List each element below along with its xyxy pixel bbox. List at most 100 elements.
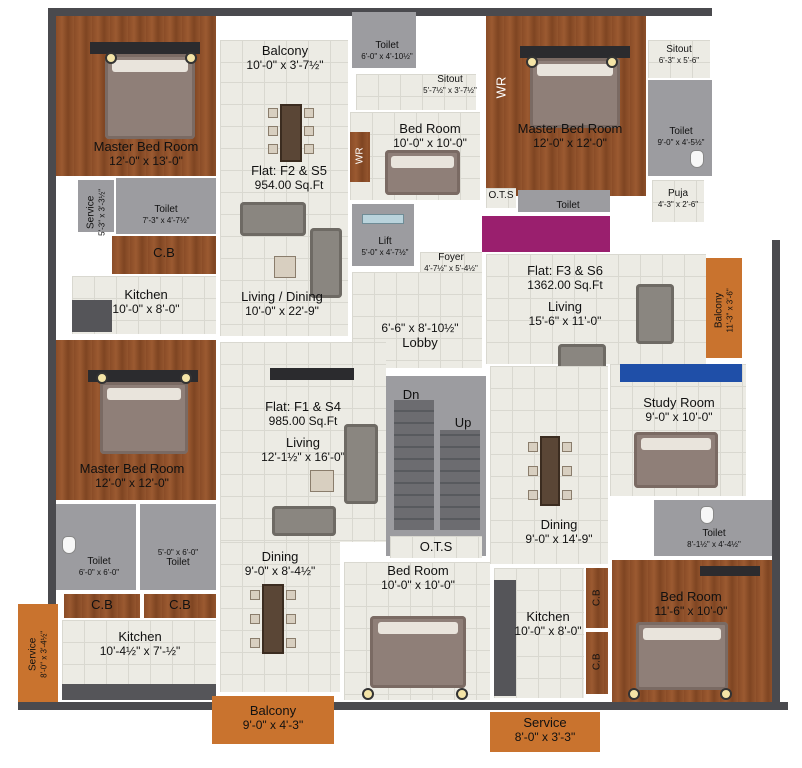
toilet-icon — [62, 536, 76, 554]
cupboard — [144, 594, 216, 618]
lamp-icon — [606, 56, 618, 68]
bed-icon — [634, 432, 718, 488]
chair-icon — [528, 442, 538, 452]
kitchen-counter — [72, 300, 112, 332]
bed-icon — [530, 58, 620, 128]
tv-unit — [270, 368, 354, 380]
lamp-icon — [456, 688, 468, 700]
accent-wall-blue — [620, 364, 742, 382]
sitout-mid — [356, 74, 476, 110]
chair-icon — [250, 614, 260, 624]
ots-top — [486, 188, 516, 208]
toilet-top — [352, 12, 416, 68]
cupboard — [586, 632, 608, 694]
label-cb-br2: C.B — [591, 653, 603, 671]
balcony-top — [220, 40, 348, 82]
outer-wall-left — [48, 8, 56, 708]
label-toilet-top-right: Toilet — [556, 200, 580, 211]
lamp-icon — [96, 372, 108, 384]
label-cb-tl: C.B — [153, 245, 175, 260]
label-cb-bl2: C.B — [169, 597, 191, 612]
dining-table-icon — [280, 104, 302, 162]
chair-icon — [562, 466, 572, 476]
service-top-left — [78, 180, 114, 232]
bed-icon — [370, 616, 466, 688]
cupboard — [586, 568, 608, 628]
lamp-icon — [628, 688, 640, 700]
lamp-icon — [526, 56, 538, 68]
headboard — [520, 46, 630, 58]
bed-icon — [385, 150, 460, 195]
outer-wall-bottom — [18, 702, 788, 710]
dining-table-icon — [262, 584, 284, 654]
kitchen-counter — [494, 580, 516, 696]
study-room — [610, 364, 746, 496]
ots-mid — [390, 536, 482, 558]
balcony-right — [706, 258, 742, 358]
sofa-icon — [636, 284, 674, 344]
label-cb-bl1: C.B — [91, 597, 113, 612]
sofa-icon — [272, 506, 336, 536]
stairs-icon — [440, 430, 480, 530]
chair-icon — [286, 590, 296, 600]
headboard — [700, 566, 760, 576]
wardrobe — [350, 132, 370, 182]
chair-icon — [304, 144, 314, 154]
label-up: Up — [454, 415, 472, 430]
chair-icon — [268, 144, 278, 154]
accent-wall-purple — [482, 216, 610, 252]
balcony-bottom — [212, 696, 334, 744]
sitout-top-right — [648, 40, 710, 78]
label-cb-br1: C.B — [591, 589, 603, 607]
chair-icon — [528, 466, 538, 476]
lamp-icon — [180, 372, 192, 384]
service-bottom-left — [18, 604, 58, 702]
chair-icon — [268, 108, 278, 118]
stairs-icon — [394, 400, 434, 530]
chair-icon — [268, 126, 278, 136]
toilet-icon — [690, 150, 704, 168]
chair-icon — [304, 108, 314, 118]
dining-table-icon — [540, 436, 560, 506]
label-dn: Dn — [402, 387, 420, 402]
toilet-bottom-left-2 — [140, 504, 216, 590]
bed-icon — [636, 622, 728, 690]
cupboard — [112, 236, 216, 274]
coffee-table-icon — [310, 470, 334, 492]
headboard — [90, 42, 200, 54]
chair-icon — [562, 442, 572, 452]
label-ots-top: O.T.S — [488, 190, 514, 201]
chair-icon — [250, 590, 260, 600]
kitchen-counter — [62, 684, 216, 700]
